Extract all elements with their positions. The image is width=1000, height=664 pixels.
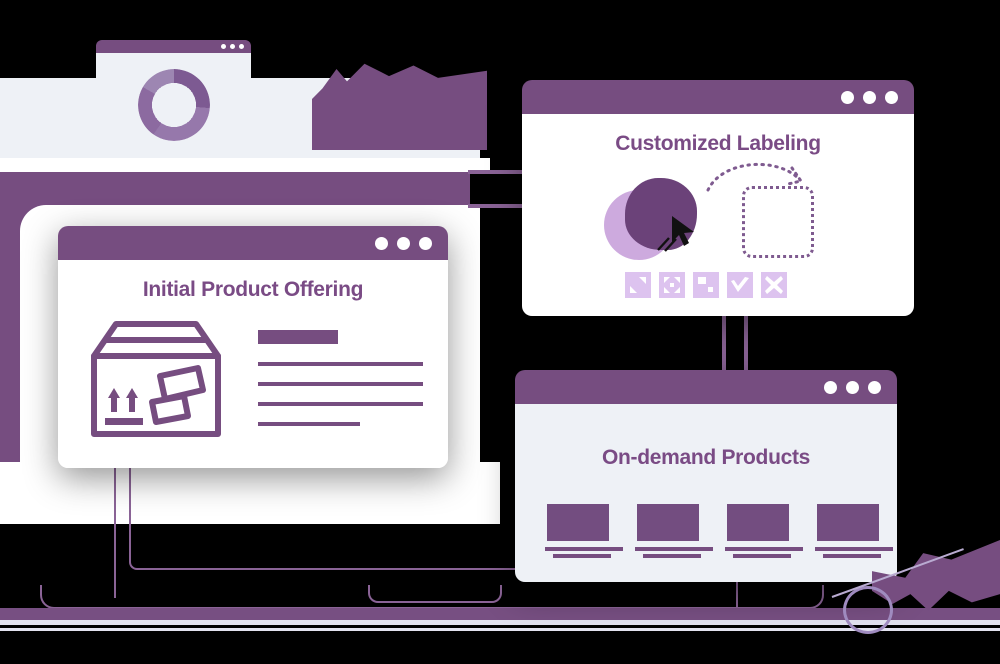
product-item[interactable] [815,504,893,561]
close-icon[interactable] [761,272,787,298]
dotted-arrow-icon [706,162,804,192]
initial-product-offering-card[interactable]: Initial Product Offering [58,226,448,468]
offering-artwork [58,302,448,462]
product-line [733,554,791,558]
window-dot-icon [419,236,432,250]
text-line [258,362,423,366]
product-grid [545,504,893,561]
product-line [643,554,701,558]
text-line [258,422,361,426]
offering-titlebar [58,226,448,260]
customized-labeling-card[interactable]: Customized Labeling [522,80,914,316]
expand-corners-icon[interactable] [659,272,685,298]
text-block-heading [258,330,338,344]
product-line [635,547,713,551]
labeling-artwork [522,156,914,306]
offering-body: Initial Product Offering [58,260,448,468]
resize-diagonal-icon[interactable] [625,272,651,298]
window-dot-icon [239,44,244,49]
ondemand-titlebar [515,370,897,404]
product-line [823,554,881,558]
product-line [725,547,803,551]
background-white-lower [0,462,500,524]
window-dot-icon [868,380,881,394]
window-dot-icon [230,44,235,49]
product-thumbnail [727,504,789,541]
text-line [258,382,423,386]
window-dot-icon [846,380,859,394]
labeling-body: Customized Labeling [522,114,914,316]
product-line [815,547,893,551]
product-item[interactable] [725,504,803,561]
donut-chart-icon [137,69,210,141]
product-item[interactable] [545,504,623,561]
text-line [258,402,423,406]
monitor-notch [368,585,502,603]
connector-ondemand-stand [736,570,738,610]
motion-lines-icon [657,237,677,252]
decorative-ring-icon [843,586,893,634]
open-box-icon [91,321,221,437]
cursor-arrow-icon [672,216,694,246]
check-icon[interactable] [727,272,753,298]
connector-offering-elbow [129,462,721,570]
window-dot-icon [824,380,837,394]
labeling-tool-row [625,272,787,298]
product-thumbnail [547,504,609,541]
offering-title: Initial Product Offering [142,278,364,301]
on-demand-products-card[interactable]: On-demand Products [515,370,897,582]
connector-labeling-upper [468,170,528,174]
window-dot-icon [375,236,388,250]
labeling-titlebar [522,80,914,114]
window-dot-icon [885,90,898,104]
offering-text-lines [258,330,423,426]
product-thumbnail [637,504,699,541]
analytics-window-body [96,53,251,141]
window-dot-icon [397,236,410,250]
connector-offering-stand-left [114,462,116,598]
window-dot-icon [221,44,226,49]
analytics-window[interactable] [96,40,251,158]
resize-corner-icon[interactable] [693,272,719,298]
analytics-window-titlebar [96,40,251,53]
product-line [553,554,611,558]
dotted-drop-target[interactable] [742,186,814,258]
product-thumbnail [817,504,879,541]
monitor-base-bar [0,608,1000,620]
ondemand-title: On-demand Products [601,446,811,469]
connector-labeling-lower [468,204,528,208]
ondemand-body: On-demand Products [515,404,897,582]
monitor-base-bar-secondary [0,620,1000,625]
labeling-title: Customized Labeling [615,132,821,155]
window-dot-icon [863,90,876,104]
product-item[interactable] [635,504,713,561]
background-white-strip [0,158,490,174]
connector-vertical-left [722,312,726,378]
monitor-base-bar-tertiary [0,628,1000,631]
connector-vertical-right [744,312,748,378]
product-line [545,547,623,551]
window-dot-icon [841,90,854,104]
decorative-blob-top-icon [312,63,487,150]
